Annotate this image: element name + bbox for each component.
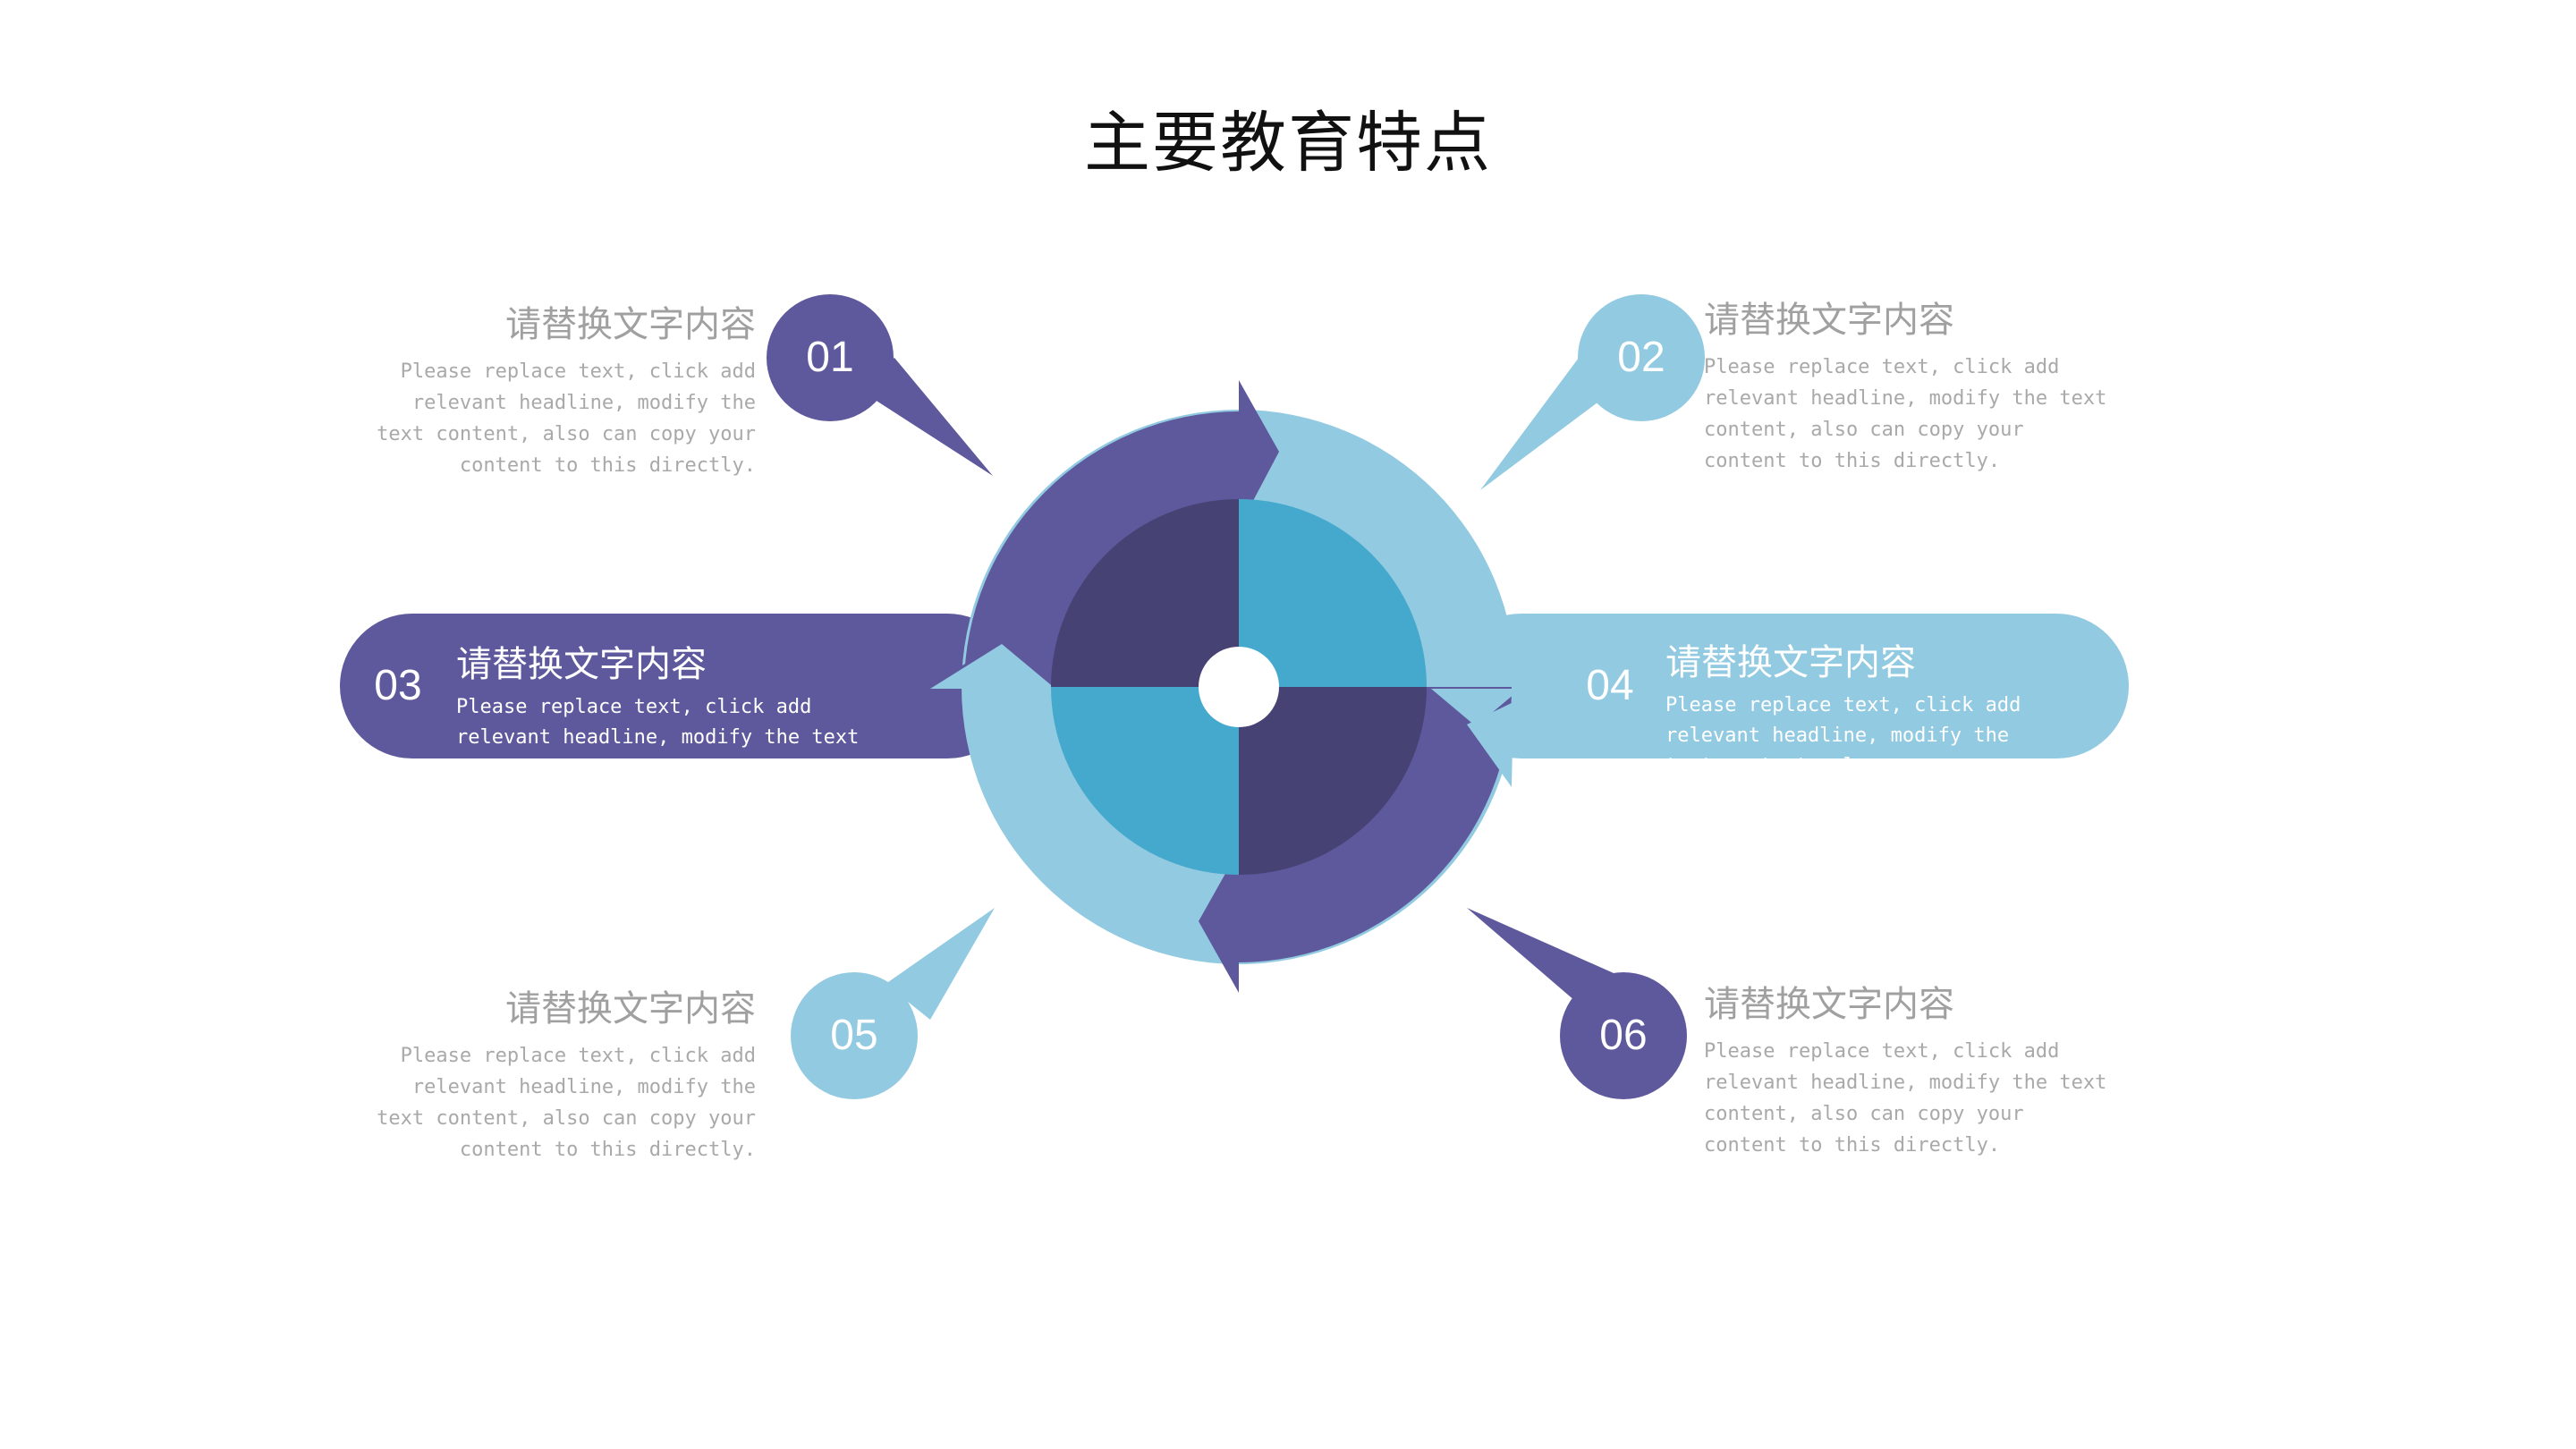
text-block-01: 请替换文字内容 Please replace text, click add r… <box>340 295 756 481</box>
number-circle-05 <box>791 972 918 1099</box>
bubble-tail-05 <box>886 908 995 1020</box>
center-hub <box>1199 647 1279 727</box>
number-circle-06 <box>1560 972 1687 1099</box>
heading-04: 请替换文字内容 <box>1665 642 1916 683</box>
arrow-head-bottom <box>1199 850 1239 993</box>
heading-05: 请替换文字内容 <box>505 988 756 1030</box>
number-03: 03 <box>374 662 422 709</box>
bubble-tail-02 <box>1480 358 1619 490</box>
number-04: 04 <box>1586 662 1634 709</box>
body-05: Please replace text, click add relevant … <box>377 1045 756 1161</box>
body-06: Please replace text, click add relevant … <box>1704 1040 2107 1157</box>
inner-quadrant-top-right <box>1239 499 1427 687</box>
arrow-head-light-right <box>1431 689 1521 726</box>
heading-02: 请替换文字内容 <box>1704 300 1954 341</box>
body-03: Please replace text, click add relevant … <box>456 696 860 758</box>
text-block-04: 请替换文字内容 Please replace text, click add r… <box>1665 633 2084 758</box>
heading-06: 请替换文字内容 <box>1704 984 1954 1025</box>
number-02: 02 <box>1617 334 1665 381</box>
pill-right <box>1449 614 2129 758</box>
text-block-05: 请替换文字内容 Please replace text, click add r… <box>340 979 756 1165</box>
body-04: Please replace text, click add relevant … <box>1665 694 2021 758</box>
page-title: 主要教育特点 <box>1084 105 1492 182</box>
inner-quadrant-bottom-left <box>1051 687 1239 875</box>
number-circle-01 <box>767 294 894 421</box>
inner-quadrant-top-left <box>1051 499 1239 687</box>
inner-quadrant-bottom-right <box>1239 687 1427 875</box>
pill-left <box>340 614 1020 758</box>
number-05: 05 <box>830 1012 878 1059</box>
pill-right-text-clip: 请替换文字内容 Please replace text, click add r… <box>1664 626 2084 758</box>
pill-left-text-clip: 请替换文字内容 Please replace text, click add r… <box>452 626 953 758</box>
heading-01: 请替换文字内容 <box>505 304 756 345</box>
number-circle-02 <box>1578 294 1705 421</box>
arrow-head-light-left <box>930 644 1055 689</box>
text-block-06: 请替换文字内容 Please replace text, click add r… <box>1704 975 2169 1161</box>
text-block-02: 请替换文字内容 Please replace text, click add r… <box>1704 291 2169 477</box>
body-02: Please replace text, click add relevant … <box>1704 356 2107 472</box>
body-01: Please replace text, click add relevant … <box>377 360 756 477</box>
arrow-head-top <box>1239 380 1279 528</box>
heading-03: 请替换文字内容 <box>456 644 707 685</box>
number-06: 06 <box>1599 1012 1648 1059</box>
number-01: 01 <box>806 334 854 381</box>
bubble-tail-01 <box>854 358 993 476</box>
text-block-03: 请替换文字内容 Please replace text, click add r… <box>456 635 953 758</box>
